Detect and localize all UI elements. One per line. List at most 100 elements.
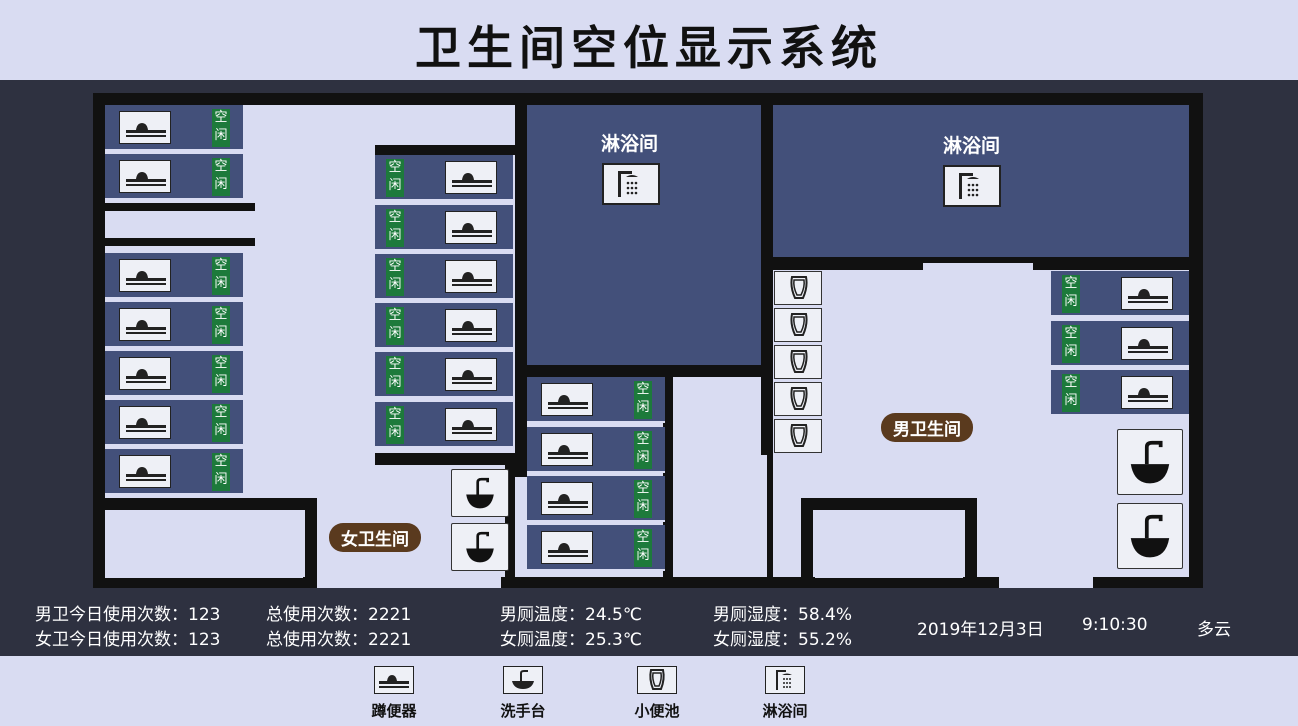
shower-label: 淋浴间 — [601, 133, 659, 155]
men-total-count: 总使用次数：2221 — [266, 605, 412, 625]
squat-toilet-icon — [541, 433, 593, 466]
status-label: 空闲 — [636, 432, 650, 465]
urinal-icon[interactable] — [774, 271, 822, 305]
date-display: 2019年12月3日 — [917, 620, 1044, 640]
status-label: 空闲 — [1064, 276, 1078, 309]
washbasin-icon[interactable] — [1117, 429, 1183, 495]
toilet-stall[interactable]: 空闲 — [1051, 321, 1189, 367]
toilet-stall[interactable]: 空闲 — [527, 427, 665, 473]
status-badge: 空闲 — [386, 307, 404, 345]
status-badge: 空闲 — [386, 258, 404, 296]
status-badge: 空闲 — [634, 480, 652, 518]
squat-toilet-icon — [445, 408, 497, 441]
status-label: 空闲 — [636, 481, 650, 514]
toilet-stall[interactable]: 空闲 — [105, 400, 243, 446]
status-badge: 空闲 — [1062, 325, 1080, 363]
toilet-stall[interactable]: 空闲 — [527, 476, 665, 522]
wall — [663, 377, 673, 577]
toilet-stall[interactable]: 空闲 — [375, 303, 513, 349]
wall — [999, 577, 1093, 588]
toilet-stall[interactable]: 空闲 — [105, 302, 243, 348]
toilet-stall[interactable]: 空闲 — [1051, 271, 1189, 317]
urinal-icon[interactable] — [774, 308, 822, 342]
status-badge: 空闲 — [634, 529, 652, 567]
weather-display: 多云 — [1197, 620, 1231, 640]
wall — [965, 498, 977, 578]
toilet-stall[interactable]: 空闲 — [375, 155, 513, 201]
status-label: 空闲 — [214, 307, 228, 340]
toilet-stall[interactable]: 空闲 — [105, 253, 243, 299]
men-temperature: 男厕温度：24.5℃ — [500, 605, 642, 625]
squat-toilet-icon — [445, 358, 497, 391]
legend-label: 蹲便器 — [371, 702, 417, 720]
wall — [407, 577, 501, 588]
status-badge: 空闲 — [212, 404, 230, 442]
toilet-stall[interactable]: 空闲 — [375, 205, 513, 251]
toilet-stall[interactable]: 空闲 — [105, 351, 243, 397]
floor-plan: 淋浴间 淋浴间 女卫生间 男卫生间 空闲空闲空闲空闲空闲空闲空闲空闲空闲空闲空闲… — [93, 93, 1203, 588]
status-label: 空闲 — [1064, 326, 1078, 359]
toilet-stall[interactable]: 空闲 — [527, 525, 665, 571]
squat-toilet-icon — [541, 482, 593, 515]
squat-toilet-icon — [541, 383, 593, 416]
shower-icon[interactable] — [602, 163, 660, 205]
wall — [375, 453, 525, 465]
status-label: 空闲 — [636, 382, 650, 415]
washbasin-icon[interactable] — [1117, 503, 1183, 569]
legend-squat-toilet: 蹲便器 — [364, 666, 424, 721]
status-label: 空闲 — [388, 407, 402, 440]
legend-washbasin: 洗手台 — [493, 666, 553, 721]
shower-icon[interactable] — [943, 165, 1001, 207]
urinal-icon[interactable] — [774, 419, 822, 453]
shower-icon — [765, 666, 805, 694]
stats-bar: 男卫今日使用次数：123 总使用次数：2221 女卫今日使用次数：123 总使用… — [0, 596, 1298, 652]
shower-room-left: 淋浴间 — [527, 105, 761, 365]
status-label: 空闲 — [214, 454, 228, 487]
status-label: 空闲 — [214, 405, 228, 438]
status-label: 空闲 — [1064, 375, 1078, 408]
men-area-label: 男卫生间 — [881, 413, 973, 442]
header: 卫生间空位显示系统 — [0, 0, 1298, 80]
status-badge: 空闲 — [212, 109, 230, 147]
status-badge: 空闲 — [212, 306, 230, 344]
women-total-count: 总使用次数：2221 — [266, 630, 412, 650]
toilet-stall[interactable]: 空闲 — [105, 154, 243, 200]
status-label: 空闲 — [388, 160, 402, 193]
toilet-stall[interactable]: 空闲 — [105, 449, 243, 495]
squat-toilet-icon — [445, 260, 497, 293]
status-label: 空闲 — [388, 259, 402, 292]
men-humidity: 男厕湿度：58.4% — [713, 605, 853, 625]
squat-toilet-icon — [119, 357, 171, 390]
toilet-stall[interactable]: 空闲 — [375, 254, 513, 300]
wall — [773, 258, 923, 270]
squat-toilet-icon — [1121, 376, 1173, 409]
legend-label: 淋浴间 — [762, 702, 808, 720]
toilet-stall[interactable]: 空闲 — [1051, 370, 1189, 416]
wall — [801, 498, 813, 578]
toilet-stall[interactable]: 空闲 — [527, 377, 665, 423]
wall — [305, 498, 317, 578]
urinal-icon[interactable] — [774, 345, 822, 379]
status-badge: 空闲 — [634, 431, 652, 469]
urinal-icon[interactable] — [774, 382, 822, 416]
wall — [801, 498, 977, 510]
women-humidity: 女厕湿度：55.2% — [713, 630, 853, 650]
washbasin-icon[interactable] — [451, 469, 509, 517]
wall — [105, 498, 317, 510]
storage-room — [105, 510, 303, 578]
status-badge: 空闲 — [212, 257, 230, 295]
washbasin-icon[interactable] — [451, 523, 509, 571]
status-label: 空闲 — [388, 357, 402, 390]
squat-toilet-icon — [119, 111, 171, 144]
status-badge: 空闲 — [386, 159, 404, 197]
status-badge: 空闲 — [212, 453, 230, 491]
toilet-stall[interactable]: 空闲 — [375, 352, 513, 398]
wall — [1033, 258, 1189, 270]
toilet-stall[interactable]: 空闲 — [105, 105, 243, 151]
status-label: 空闲 — [388, 308, 402, 341]
status-label: 空闲 — [214, 356, 228, 389]
shower-label: 淋浴间 — [943, 135, 1001, 157]
status-badge: 空闲 — [1062, 275, 1080, 313]
legend-urinal: 小便池 — [627, 666, 687, 721]
toilet-stall[interactable]: 空闲 — [375, 402, 513, 448]
